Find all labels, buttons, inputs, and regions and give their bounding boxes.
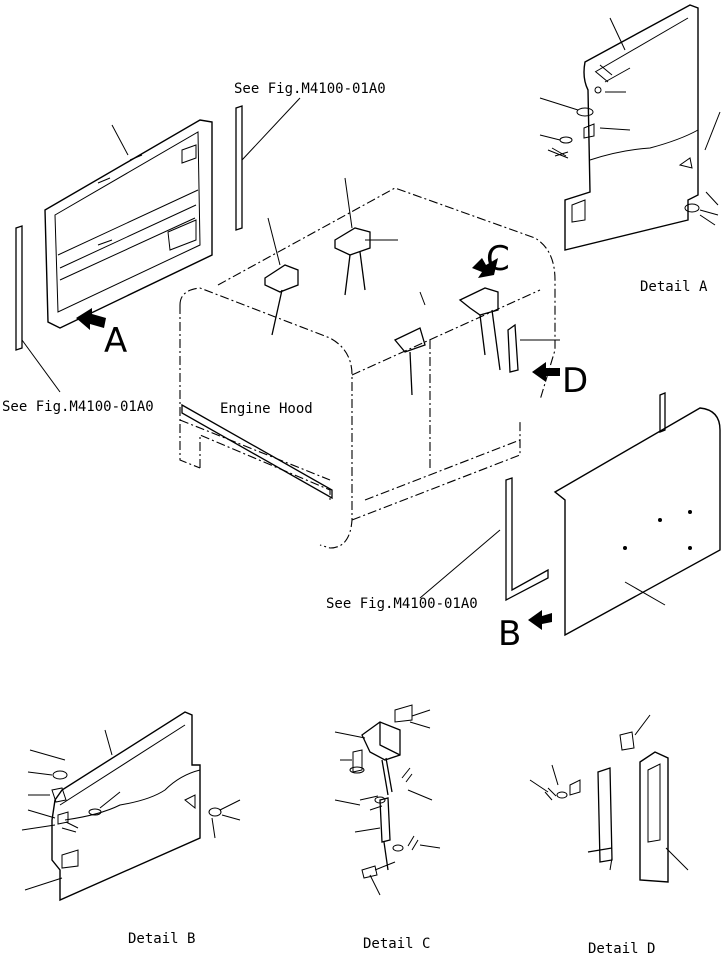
detail-b-label: Detail B <box>128 931 195 947</box>
detail-a-label: Detail A <box>640 279 708 295</box>
detail-c: Detail C <box>334 704 441 952</box>
view-arrow-icon <box>76 308 106 330</box>
top-seal-strip: See Fig.M4100-01A0 <box>234 81 386 231</box>
view-label-d: D <box>562 361 588 401</box>
see-fig-bottom-label: See Fig.M4100-01A0 <box>326 596 478 612</box>
view-arrow-icon <box>532 362 560 382</box>
see-fig-top-label: See Fig.M4100-01A0 <box>234 81 386 97</box>
engine-hood-assembly: C D Engine Hood <box>179 177 588 549</box>
left-side-panel: A See Fig.M4100-01A0 <box>2 119 213 415</box>
view-label-b: B <box>498 614 521 654</box>
view-label-c: C <box>486 239 510 279</box>
engine-hood-label: Engine Hood <box>220 401 313 417</box>
view-arrow-icon <box>472 258 498 278</box>
see-fig-left-label: See Fig.M4100-01A0 <box>2 399 154 415</box>
view-label-a: A <box>104 321 127 361</box>
right-side-panel: B See Fig.M4100-01A0 <box>326 392 721 654</box>
detail-a: Detail A <box>539 4 721 295</box>
detail-d-label: Detail D <box>588 941 655 954</box>
detail-c-label: Detail C <box>363 936 430 952</box>
detail-b: Detail B <box>21 711 241 947</box>
view-arrow-icon <box>528 610 552 630</box>
detail-d: Detail D <box>529 714 689 954</box>
